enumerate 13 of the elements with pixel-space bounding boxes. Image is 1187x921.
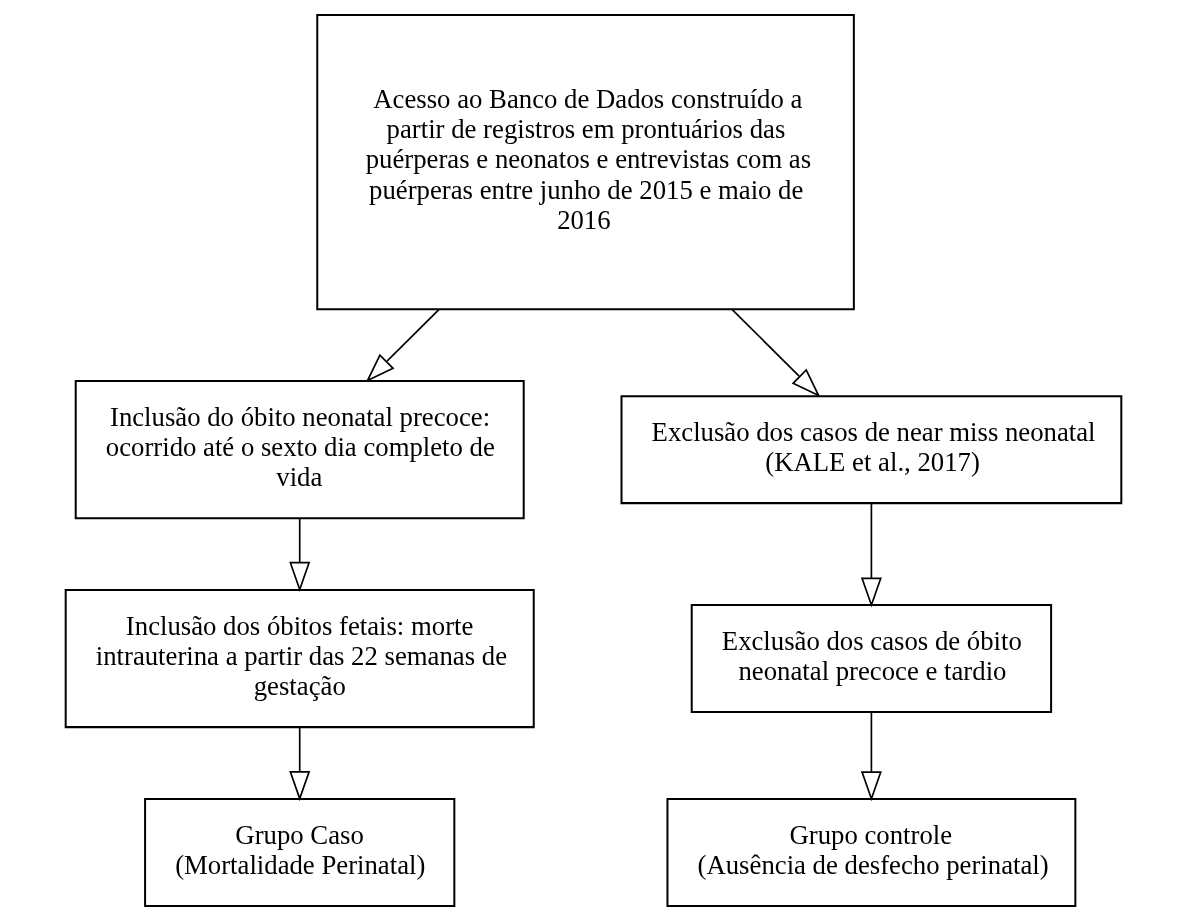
node-box: Exclusão dos casos de óbito neonatal precoce e tardio xyxy=(690,604,1053,714)
node-box: Acesso ao Banco de Dados construído a partir de registros em prontuários das puérperas e neonatos e entrevistas com as puérperas entre junho de 2015 e maio de 2016 xyxy=(316,14,855,311)
arrow xyxy=(365,308,440,383)
arrow xyxy=(731,308,821,398)
node-box: Exclusão dos casos de near miss neonatal (KALE et al., 2017) xyxy=(620,395,1123,505)
arrow xyxy=(860,502,882,608)
node-box: Inclusão dos óbitos fetais: morte intrauterina a partir das 22 semanas de gestação xyxy=(64,589,535,729)
node-box: Inclusão do óbito neonatal precoce: ocorrido até o sexto dia completo de vida xyxy=(74,380,525,520)
node-box: Grupo Caso (Mortalidade Perinatal) xyxy=(144,798,456,907)
arrow xyxy=(289,517,311,592)
arrow xyxy=(289,726,311,802)
arrow xyxy=(860,711,882,802)
node-box: Grupo controle (Ausência de desfecho perinatal) xyxy=(666,798,1077,907)
